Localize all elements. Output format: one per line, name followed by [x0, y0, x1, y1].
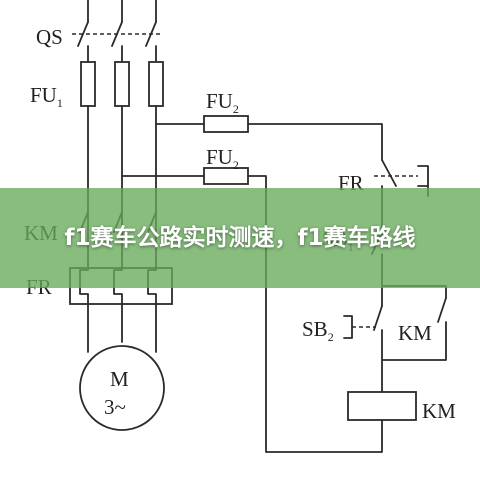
fu1-label: FU1 [30, 83, 63, 110]
overlay-title: f1赛车公路实时测速，f1赛车路线 [64, 225, 416, 251]
fu2-top-label: FU2 [206, 89, 239, 116]
title-overlay-band: f1赛车公路实时测速，f1赛车路线 [0, 188, 480, 288]
motor-leads [87, 303, 157, 353]
motor-m-label: M [110, 367, 129, 391]
sb2-label: SB2 [302, 317, 334, 344]
km-coil [347, 391, 417, 421]
km-contact-label: KM [398, 321, 432, 345]
sb2-start-button [343, 305, 383, 361]
qs-label: QS [36, 25, 63, 49]
fu2-bottom-label: FU2 [206, 145, 239, 172]
control-line-a [247, 123, 383, 161]
main-lines [87, 0, 157, 23]
motor [79, 345, 165, 431]
fu1-fuses [80, 61, 164, 107]
fu2-fuses [203, 115, 249, 185]
qs-switch [72, 21, 160, 63]
control-line-b [247, 175, 383, 453]
motor-phase-label: 3~ [104, 395, 126, 419]
km-coil-label: KM [422, 399, 456, 423]
km-hold-contact [381, 297, 447, 361]
